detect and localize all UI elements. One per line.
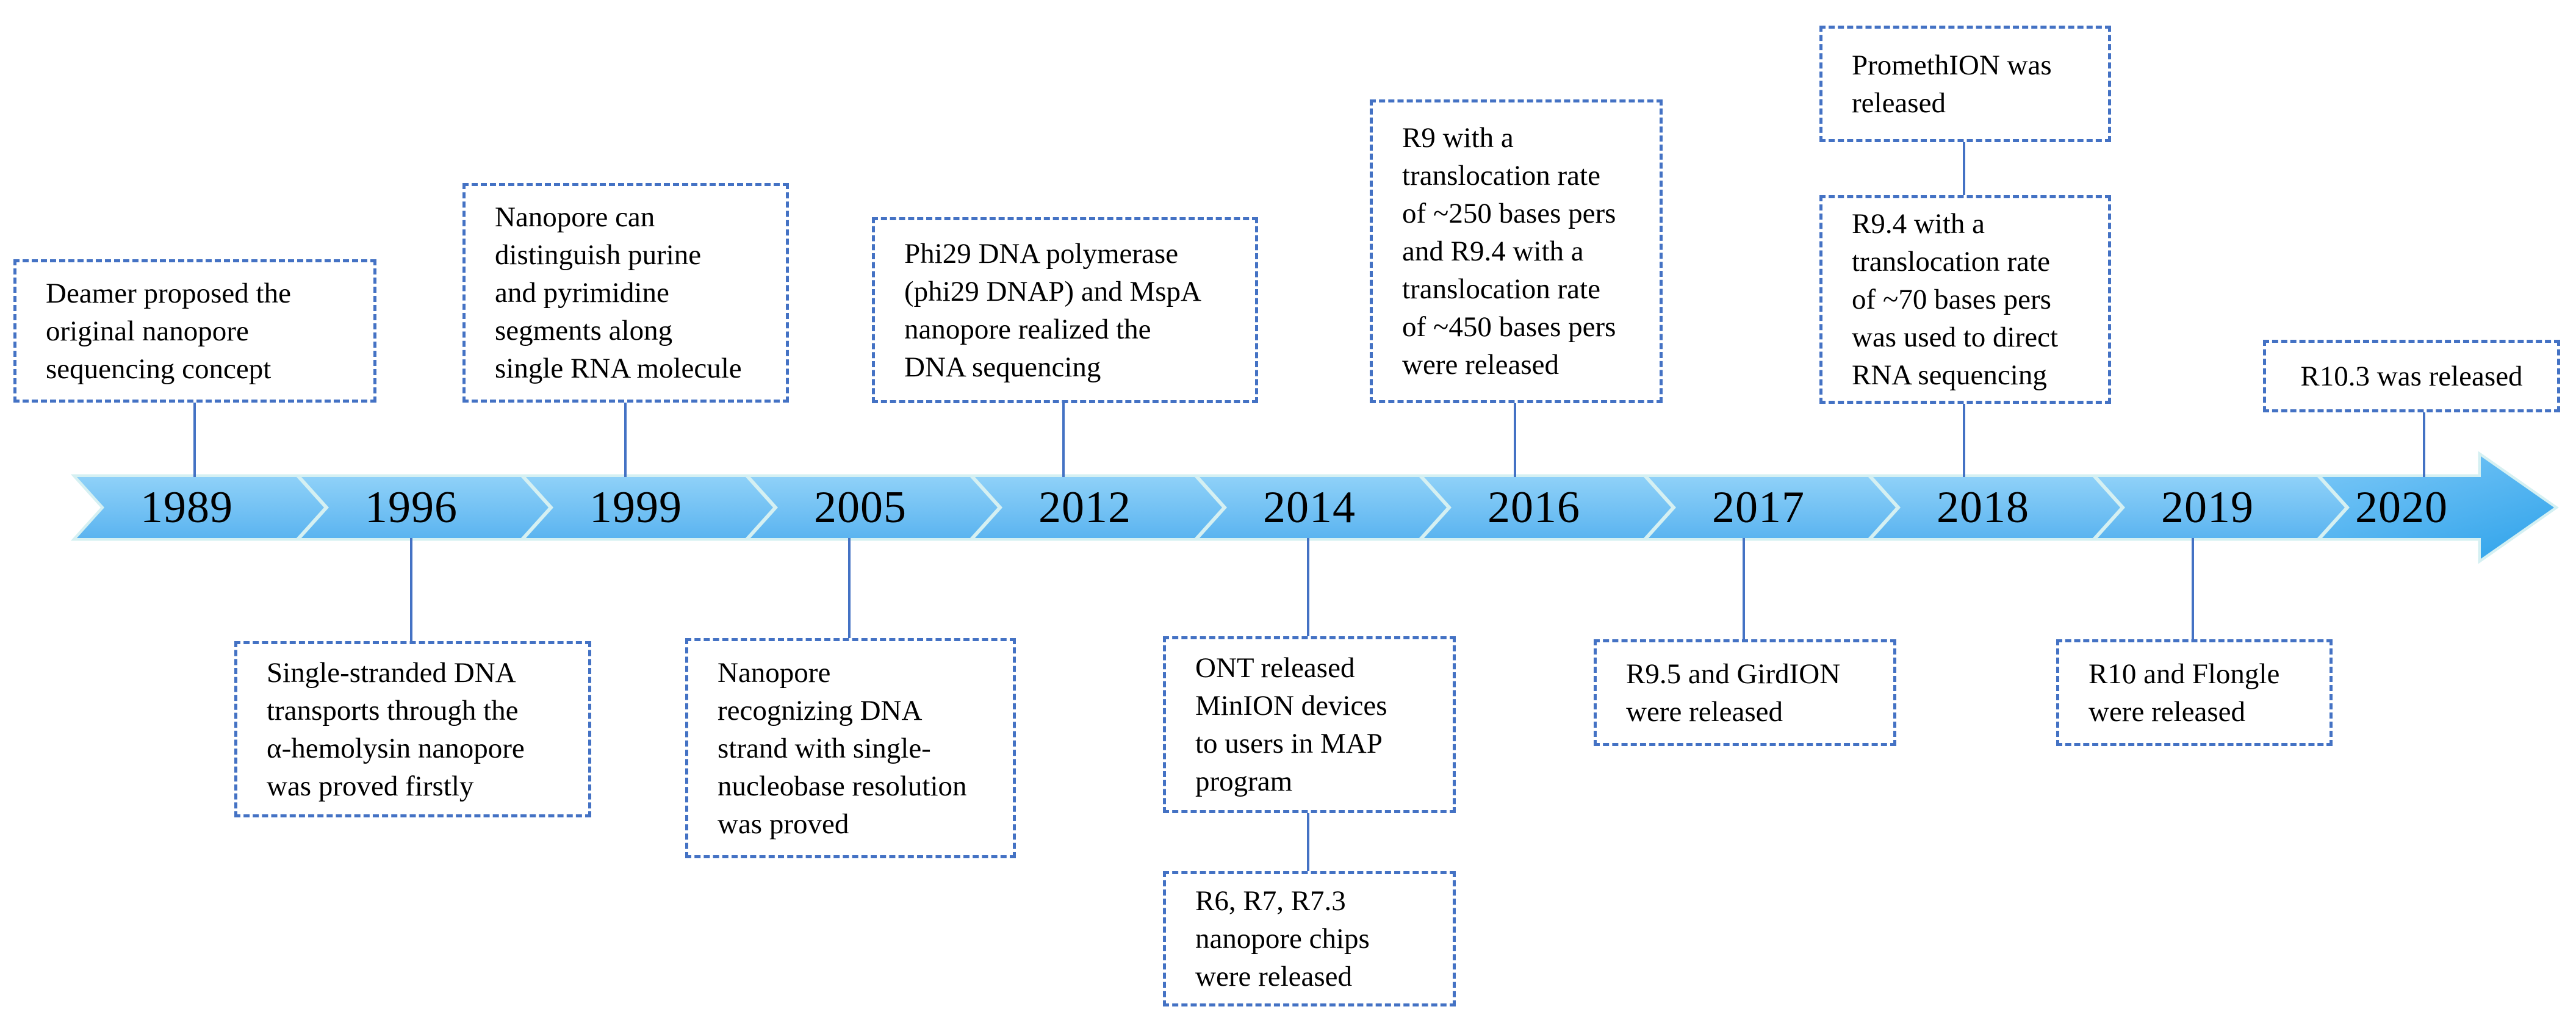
- event-box-2014-minion: ONT released MinION devices to users in …: [1163, 636, 1456, 813]
- chevron-2012: [968, 474, 1226, 541]
- event-text-2020: R10.3 was released: [2300, 360, 2523, 392]
- event-box-2019: R10 and Flongle were released: [2056, 639, 2333, 746]
- year-label-2018: 2018: [1937, 483, 2029, 533]
- event-text-2014-minion: ONT released MinION devices to users in …: [1195, 652, 1387, 797]
- event-box-1999: Nanopore can distinguish purine and pyri…: [462, 183, 789, 403]
- connector-2012-above: [1062, 403, 1065, 477]
- year-label-2012: 2012: [1038, 483, 1131, 533]
- chevron-2017: [1642, 474, 1900, 541]
- event-box-2018-promethion: PromethION was released: [1819, 26, 2111, 142]
- year-label-1996: 1996: [365, 483, 458, 533]
- connector-1999-above: [624, 403, 627, 477]
- connector-2005-below: [848, 538, 851, 638]
- chevron-2019: [2091, 474, 2349, 541]
- year-label-2005: 2005: [814, 483, 907, 533]
- connector-1996-below: [410, 538, 412, 641]
- event-box-2017: R9.5 and GirdION were released: [1594, 639, 1896, 746]
- chevron-2020-final-arrow: [2315, 451, 2559, 564]
- connector-2020-above: [2423, 412, 2425, 477]
- year-label-2020: 2020: [2355, 483, 2448, 533]
- connector-1989-above: [193, 403, 196, 477]
- connector-2016-above: [1514, 403, 1516, 477]
- chevron-2016: [1417, 474, 1675, 541]
- year-label-2016: 2016: [1488, 483, 1580, 533]
- event-text-1989: Deamer proposed the original nanopore se…: [46, 277, 291, 385]
- event-text-2019: R10 and Flongle were released: [2089, 658, 2280, 728]
- chevron-2014: [1193, 474, 1451, 541]
- year-label-2014: 2014: [1263, 483, 1356, 533]
- year-label-2017: 2017: [1712, 483, 1805, 533]
- event-text-2018-r94: R9.4 with a translocation rate of ~70 ba…: [1852, 208, 2059, 391]
- chevron-1999: [519, 474, 777, 541]
- event-box-2020: R10.3 was released: [2263, 340, 2560, 412]
- chevron-1989: [70, 474, 328, 541]
- event-text-1999: Nanopore can distinguish purine and pyri…: [495, 201, 742, 384]
- chevron-1996: [295, 474, 553, 541]
- year-label-1999: 1999: [589, 483, 682, 533]
- event-text-2018-promethion: PromethION was released: [1852, 49, 2052, 119]
- connector-2019-below: [2192, 538, 2194, 639]
- chevron-2005: [744, 474, 1002, 541]
- connector-2018-inter-box: [1963, 142, 1965, 195]
- event-box-2005: Nanopore recognizing DNA strand with sin…: [685, 638, 1016, 858]
- connector-2014-below: [1307, 538, 1309, 636]
- event-text-2005: Nanopore recognizing DNA strand with sin…: [718, 656, 967, 840]
- event-text-1996: Single-stranded DNA transports through t…: [267, 656, 525, 802]
- connector-2018-above: [1963, 403, 1965, 477]
- event-box-2012: Phi29 DNA polymerase (phi29 DNAP) and Ms…: [872, 217, 1258, 403]
- event-box-2018-r94: R9.4 with a translocation rate of ~70 ba…: [1819, 195, 2111, 404]
- event-text-2014-chips: R6, R7, R7.3 nanopore chips were release…: [1195, 885, 1370, 992]
- event-text-2016: R9 with a translocation rate of ~250 bas…: [1402, 122, 1616, 381]
- event-text-2012: Phi29 DNA polymerase (phi29 DNAP) and Ms…: [904, 237, 1201, 383]
- event-box-2016: R9 with a translocation rate of ~250 bas…: [1370, 99, 1663, 403]
- connector-2014-inter-box: [1307, 813, 1309, 871]
- year-label-2019: 2019: [2161, 483, 2254, 533]
- chevron-2018: [1866, 474, 2124, 541]
- event-box-1996: Single-stranded DNA transports through t…: [234, 641, 591, 817]
- connector-2017-below: [1743, 538, 1745, 639]
- year-label-1989: 1989: [140, 483, 233, 533]
- event-text-2017: R9.5 and GirdION were released: [1626, 658, 1841, 728]
- event-box-2014-chips: R6, R7, R7.3 nanopore chips were release…: [1163, 871, 1456, 1006]
- timeline-arrow-band: [70, 451, 2559, 564]
- event-box-1989: Deamer proposed the original nanopore se…: [13, 259, 376, 403]
